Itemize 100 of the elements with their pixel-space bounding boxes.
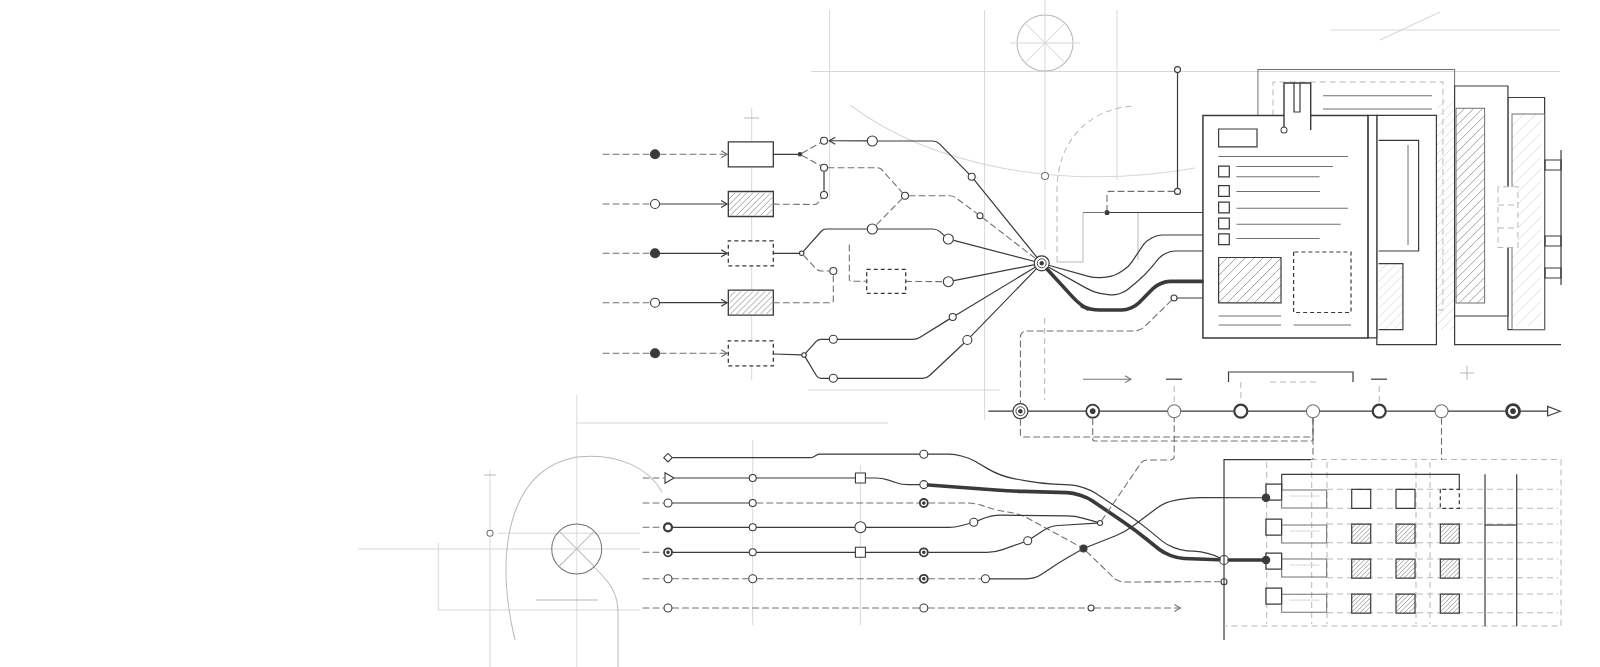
connector-line bbox=[877, 140, 970, 175]
connector-line bbox=[1019, 417, 1314, 438]
connector-line bbox=[642, 526, 664, 528]
connector-line bbox=[1086, 497, 1263, 548]
connector-line bbox=[837, 318, 950, 340]
connector-line bbox=[1030, 522, 1098, 539]
connector-line bbox=[642, 578, 664, 580]
connector-line bbox=[1101, 417, 1175, 522]
connector-line bbox=[989, 549, 1081, 580]
node-circle bbox=[1012, 403, 1029, 420]
connector-line bbox=[801, 142, 822, 154]
connector-line bbox=[977, 514, 1098, 523]
connector-line bbox=[1227, 558, 1264, 562]
arrow bbox=[1094, 603, 1182, 613]
connector-line bbox=[973, 179, 1038, 258]
connector-line bbox=[602, 252, 651, 254]
process-box bbox=[727, 340, 774, 367]
connector-line bbox=[802, 228, 868, 252]
square-marker bbox=[854, 546, 866, 558]
tab-box bbox=[1265, 587, 1328, 613]
connector-line bbox=[1247, 410, 1307, 412]
connector-line bbox=[642, 607, 664, 609]
connector-line bbox=[1092, 417, 1314, 442]
tab-box bbox=[1265, 483, 1328, 509]
document-page bbox=[1202, 82, 1369, 339]
connector-line bbox=[1176, 72, 1179, 189]
connector-line bbox=[877, 228, 945, 236]
connector-line bbox=[928, 541, 1024, 553]
connector-line bbox=[672, 526, 750, 528]
connector-line bbox=[1019, 299, 1172, 404]
connector-line bbox=[801, 154, 821, 167]
connector-line bbox=[848, 244, 868, 282]
arrow bbox=[659, 298, 729, 307]
connector-line bbox=[756, 578, 920, 580]
connector-line bbox=[756, 477, 856, 479]
connector-line bbox=[865, 477, 920, 486]
connector-line bbox=[865, 522, 970, 528]
connector-line bbox=[875, 198, 903, 226]
arrow bbox=[659, 150, 729, 159]
connector-line bbox=[1440, 417, 1443, 461]
connector-line bbox=[1176, 297, 1203, 299]
connector-line bbox=[953, 239, 1035, 262]
connector-line bbox=[674, 477, 750, 479]
connector-line bbox=[772, 274, 834, 304]
arrow bbox=[659, 199, 729, 209]
connector-line bbox=[772, 153, 799, 155]
connector-line bbox=[982, 217, 1036, 259]
connector-line bbox=[1048, 250, 1203, 296]
process-box bbox=[727, 240, 774, 267]
connector-line bbox=[926, 483, 1221, 562]
hatched-box bbox=[727, 289, 774, 316]
connector-line bbox=[1312, 417, 1314, 461]
connector-line bbox=[823, 171, 825, 192]
connector-line bbox=[1106, 190, 1175, 211]
connector-line bbox=[1085, 550, 1221, 583]
connector-line bbox=[671, 502, 750, 504]
connector-line bbox=[642, 477, 665, 479]
connector-line bbox=[756, 502, 920, 504]
arrow bbox=[659, 349, 729, 358]
connector-line bbox=[1108, 211, 1203, 214]
connector-line bbox=[953, 264, 1035, 282]
square-marker bbox=[854, 472, 866, 484]
connector-line bbox=[602, 153, 651, 155]
connector-line bbox=[803, 254, 830, 272]
connector-line bbox=[672, 607, 920, 609]
arrow bbox=[659, 249, 729, 258]
connector-line bbox=[1180, 410, 1234, 412]
connector-line bbox=[1099, 410, 1168, 412]
connector-line bbox=[1319, 410, 1373, 412]
connector-line bbox=[928, 502, 1081, 548]
connector-line bbox=[772, 197, 823, 206]
connector-line bbox=[1447, 410, 1506, 412]
connector-line bbox=[927, 453, 1222, 559]
connector-line bbox=[908, 195, 978, 215]
connector-line bbox=[988, 410, 1013, 412]
connector-line bbox=[602, 302, 651, 304]
tab-box bbox=[1265, 552, 1328, 578]
tab-box bbox=[1265, 518, 1328, 544]
connector-line bbox=[1048, 234, 1203, 279]
arrow bbox=[828, 136, 868, 145]
connector-line bbox=[865, 551, 920, 553]
connector-line bbox=[756, 551, 856, 553]
connector-line bbox=[955, 266, 1036, 316]
connector-line bbox=[905, 280, 944, 283]
connector-line bbox=[804, 356, 830, 379]
connector-line bbox=[970, 268, 1037, 337]
connector-line bbox=[602, 352, 651, 354]
connector-line bbox=[672, 453, 920, 459]
connector-line bbox=[772, 252, 800, 254]
connector-line bbox=[827, 167, 903, 194]
connector-line bbox=[1027, 410, 1086, 412]
connector-line bbox=[672, 578, 749, 580]
process-box bbox=[727, 141, 774, 168]
connector-line bbox=[642, 502, 664, 504]
process-box bbox=[866, 268, 907, 294]
connector-line bbox=[1386, 410, 1436, 412]
connector-line bbox=[602, 203, 651, 205]
hatched-box bbox=[727, 190, 774, 218]
connector-line bbox=[756, 526, 855, 528]
connector-line bbox=[772, 353, 802, 356]
